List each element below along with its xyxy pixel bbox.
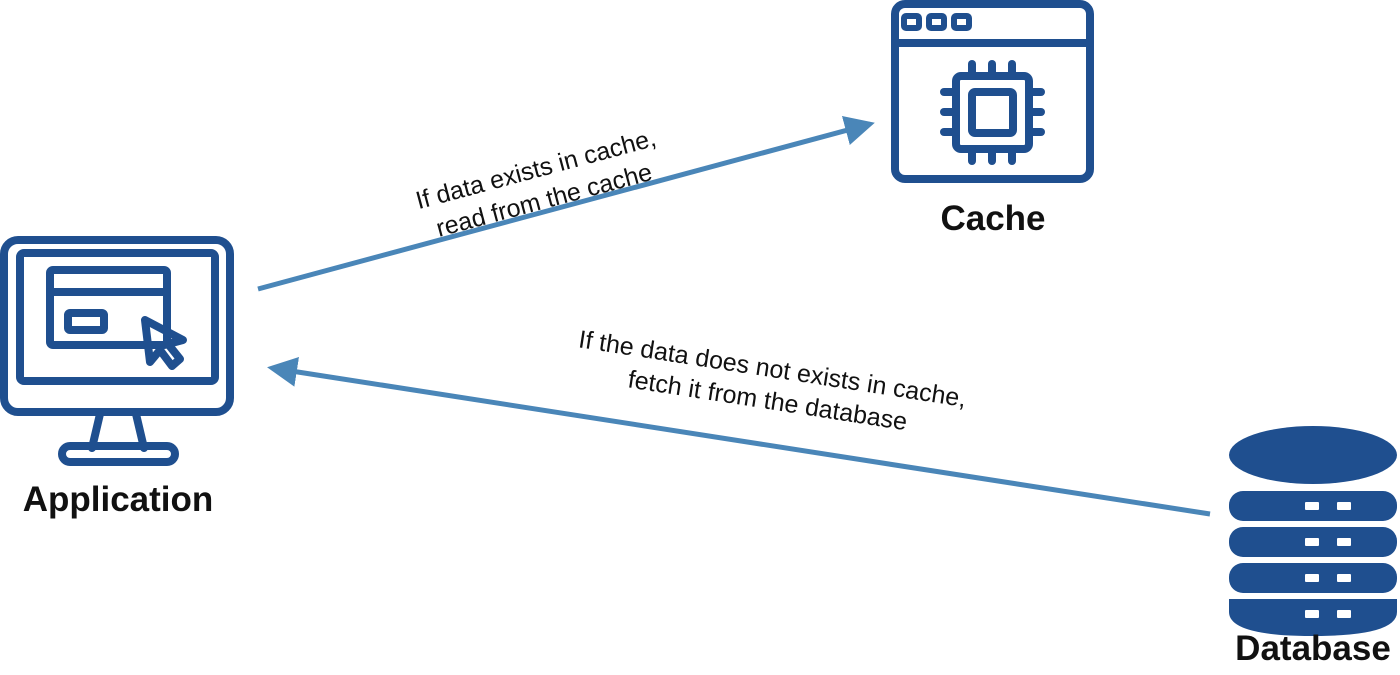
application-node: Application xyxy=(0,236,234,519)
desktop-monitor-icon xyxy=(0,236,234,466)
browser-window-chip-icon xyxy=(891,0,1094,183)
arrow-to-cache xyxy=(257,116,875,292)
application-label: Application xyxy=(23,480,214,519)
database-cylinder-icon xyxy=(1229,426,1397,636)
arrow-to-application xyxy=(267,357,1211,517)
edge-fetch-from-database: If the data does not exists in cache, fe… xyxy=(267,325,1211,517)
edge-read-from-cache: If data exists in cache, read from the c… xyxy=(257,116,875,292)
database-node: Database xyxy=(1229,426,1397,668)
cache-node: Cache xyxy=(891,0,1094,238)
database-label: Database xyxy=(1235,629,1391,668)
cache-label: Cache xyxy=(940,199,1045,238)
